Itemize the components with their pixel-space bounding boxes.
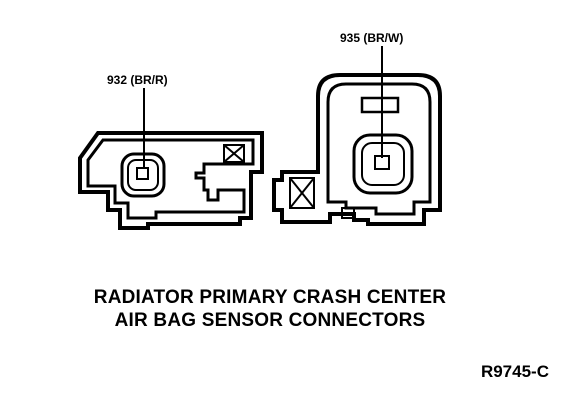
right-connector-inner-outline [326, 82, 432, 216]
right-lock-tab [289, 177, 315, 209]
left-pin-label: 932 (BR/R) [107, 73, 168, 87]
left-pin [136, 167, 149, 180]
left-connector-housing [78, 131, 264, 230]
figure-title-line2: AIR BAG SENSOR CONNECTORS [115, 310, 426, 331]
right-connector-housing [272, 73, 442, 226]
right-pin-label: 935 (BR/W) [340, 31, 403, 45]
right-connector: 935 (BR/W) [272, 31, 442, 226]
left-connector: 932 (BR/R) [78, 73, 264, 230]
left-connector-inner-outline [86, 138, 255, 220]
right-bottom-notch [341, 207, 355, 219]
figure-title-line1: RADIATOR PRIMARY CRASH CENTER [94, 287, 446, 308]
left-lock-tab [223, 144, 245, 163]
right-top-rib [360, 96, 400, 114]
figure-reference-code: R9745-C [481, 362, 549, 381]
